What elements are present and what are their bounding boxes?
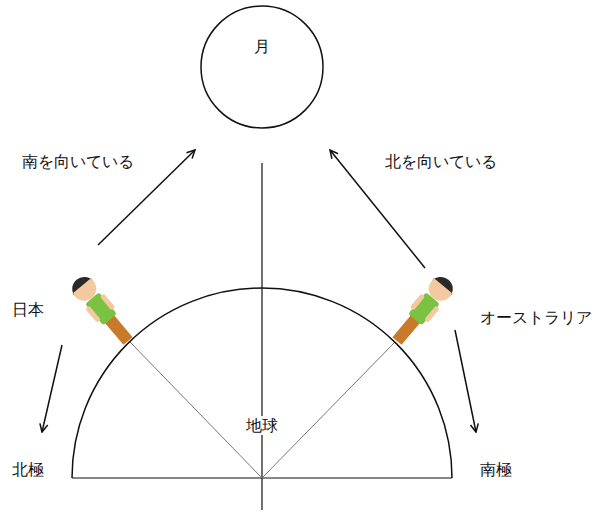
earth-half-circle: 地球 (72, 288, 452, 478)
place-label: オーストラリア (478, 308, 594, 327)
pole-arrow (42, 345, 62, 432)
pole-arrow (455, 330, 476, 432)
pole-label: 北極 (10, 460, 46, 479)
direction-label: 北を向いている (383, 152, 499, 171)
person-figure (388, 272, 458, 349)
outline-shape (201, 6, 323, 128)
outline-shape (72, 288, 452, 478)
radius-line (130, 342, 262, 478)
direction-label: 南を向いている (20, 152, 136, 171)
radius-line (262, 342, 395, 478)
person-figure (67, 272, 137, 349)
moon-circle: 月 (200, 5, 324, 129)
pole-label: 南極 (478, 460, 514, 479)
node-outline (200, 5, 324, 129)
axis-line (261, 163, 262, 510)
node-text: 地球 (244, 416, 280, 435)
place-label: 日本 (10, 300, 46, 319)
node-outline (72, 288, 452, 478)
node-text: 月 (252, 37, 272, 56)
